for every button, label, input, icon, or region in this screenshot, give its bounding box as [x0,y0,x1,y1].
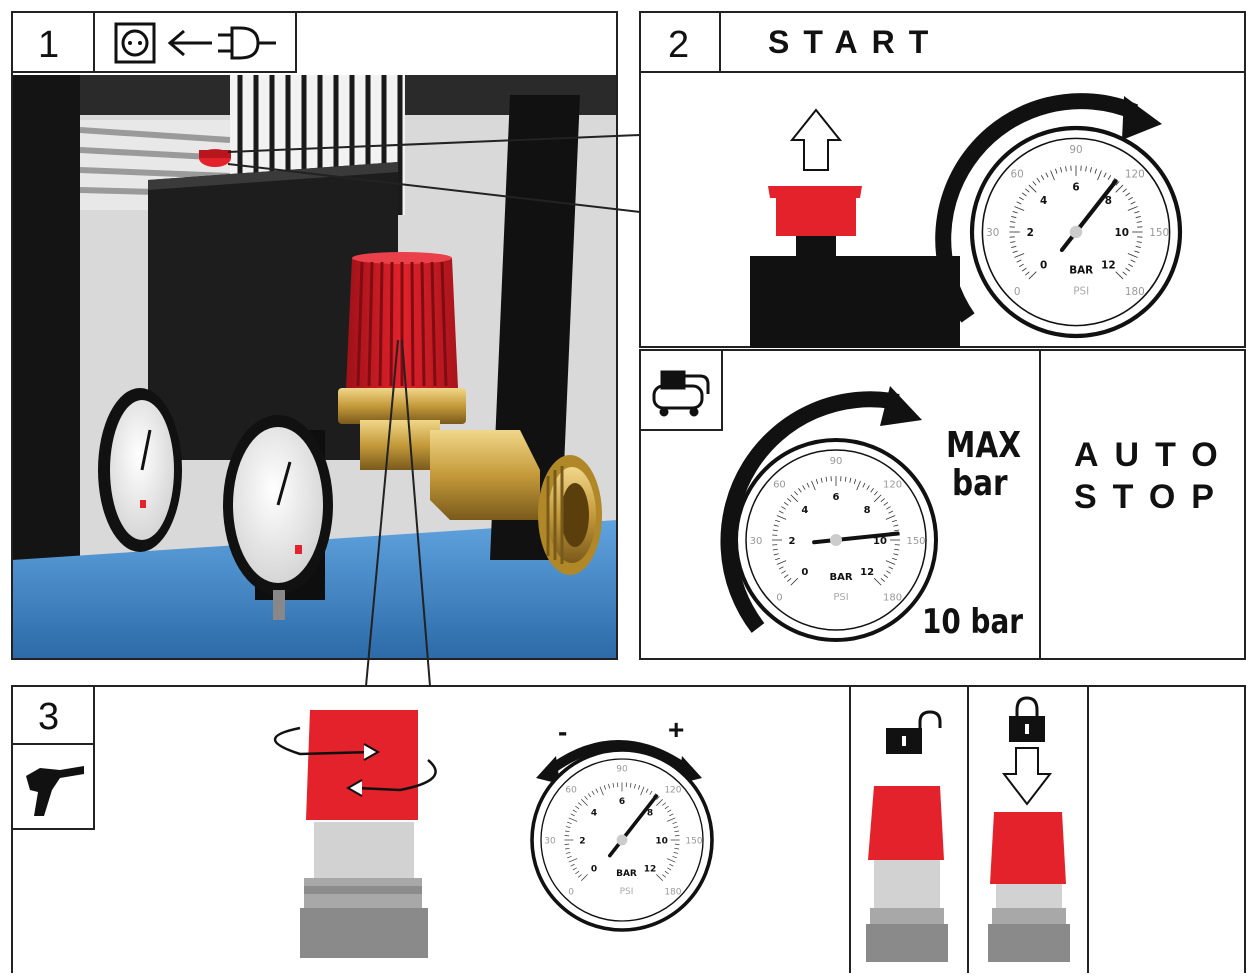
psi-tick-label: 0 [776,593,782,604]
pressure-switch-button-icon [750,186,960,348]
bar-tick-label: 10 [1115,227,1129,239]
minus-sign: - [558,716,567,748]
max-value-label: 10 bar [922,604,1023,640]
psi-tick-label: 180 [1125,286,1145,298]
psi-unit-label: PSI [833,592,848,603]
bar-tick-label: 12 [1101,260,1115,272]
psi-tick-label: 120 [883,479,902,490]
psi-tick-label: 90 [616,765,628,775]
bar-tick-label: 0 [1040,260,1047,272]
max-label: MAX [946,428,1021,464]
psi-tick-label: 90 [1069,144,1082,156]
start-title: START [768,24,942,61]
step-1-number: 1 [38,26,59,64]
step-3-number: 3 [38,698,59,736]
bar-tick-label: 12 [860,567,874,578]
bar-tick-label: 6 [833,492,840,503]
bar-tick-label: 8 [647,809,653,819]
bar-label: bar [952,466,1008,502]
bar-tick-label: 4 [591,809,597,819]
psi-tick-label: 30 [544,837,556,847]
psi-unit-label: PSI [620,887,634,897]
psi-tick-label: 120 [1125,168,1145,180]
plus-sign: + [668,714,684,746]
bar-tick-label: 4 [1040,195,1047,207]
lock-icon [1009,698,1045,742]
psi-tick-label: 60 [1011,168,1024,180]
unlock-icon [886,712,940,754]
psi-tick-label: 60 [773,479,786,490]
psi-tick-label: 150 [906,536,925,547]
step-2-number: 2 [668,26,689,64]
psi-tick-label: 0 [1014,286,1021,298]
arrow-down-icon [1004,748,1050,804]
knob-unlocked [866,786,948,962]
bar-tick-label: 0 [591,865,597,875]
bar-tick-label: 2 [579,837,585,847]
air-gun-icon [26,766,84,816]
stop-label: STOP [1074,478,1230,517]
bar-tick-label: 0 [801,567,808,578]
psi-tick-label: 150 [685,837,702,847]
photo-regulator-knob [346,252,458,388]
psi-tick-label: 30 [750,536,763,547]
bar-tick-label: 10 [655,837,668,847]
compressor-icon-box [640,350,722,430]
bar-tick-label: 6 [1072,181,1079,193]
psi-unit-label: PSI [1073,285,1089,297]
bar-unit-label: BAR [829,572,852,583]
compressor-icon [654,372,708,415]
psi-tick-label: 180 [883,593,902,604]
knob-locked [988,812,1070,962]
psi-tick-label: 60 [565,786,577,796]
psi-tick-label: 30 [986,227,999,239]
psi-tick-label: 0 [568,888,574,898]
bar-tick-label: 4 [801,505,808,516]
bar-tick-label: 8 [864,505,871,516]
arrow-up-icon [792,110,840,170]
photo-gauge-left [98,388,182,552]
bar-tick-label: 2 [789,536,796,547]
bar-unit-label: BAR [1069,265,1093,277]
panel-1-photo [12,75,617,659]
bar-tick-label: 2 [1027,227,1034,239]
psi-tick-label: 180 [664,888,681,898]
pressure-gauge-step3: 0 30 60 90 120 150 180 0 2 4 6 8 10 12 BAR PSI [532,750,712,930]
psi-tick-label: 150 [1149,227,1169,239]
psi-tick-label: 120 [664,786,681,796]
bar-unit-label: BAR [616,869,637,879]
bar-tick-label: 6 [619,797,625,807]
psi-tick-label: 90 [830,456,843,467]
bar-tick-label: 12 [644,865,657,875]
auto-label: AUTO [1074,436,1234,475]
